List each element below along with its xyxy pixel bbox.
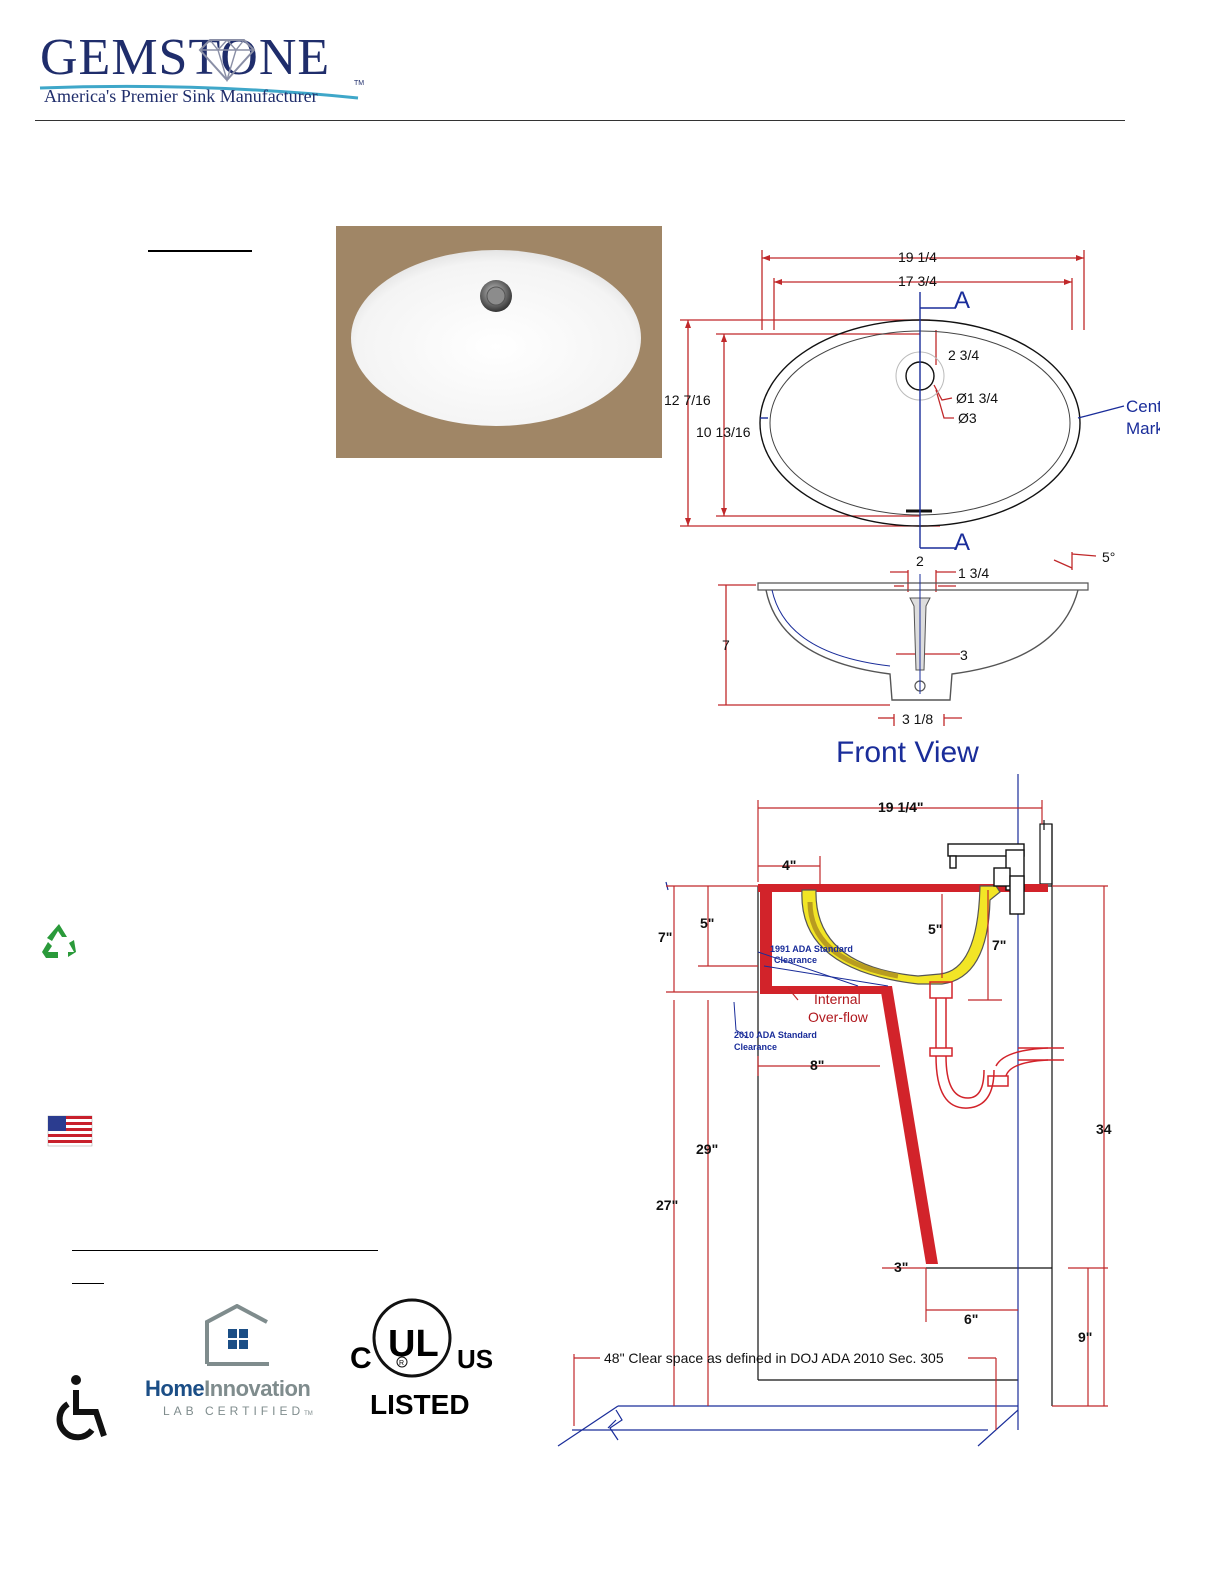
dim-flange-diameter: Ø3: [958, 410, 977, 426]
fv-overflow-line1: Internal: [814, 991, 861, 1007]
ul-listed-badge: C US UL R LISTED: [346, 1298, 494, 1420]
accessibility-icon: [56, 1375, 107, 1441]
home-label: Home: [145, 1376, 205, 1401]
spec-underline: [72, 1250, 378, 1251]
brand-tagline: America's Premier Sink Manufacturer: [44, 86, 318, 106]
fv-ada-2010-line2: Clearance: [734, 1042, 777, 1052]
us-flag-icon: [47, 1115, 93, 1147]
dim-section-angle: 5°: [1102, 549, 1115, 565]
fv-depth-7-right: 7": [992, 937, 1006, 953]
fv-depth-5-bowl: 5": [928, 921, 942, 937]
dim-section-height: 7: [722, 637, 730, 653]
dim-overall-width: 19 1/4: [898, 249, 937, 265]
fv-height-34: 34: [1096, 1121, 1112, 1137]
center-marks-label-1: Center: [1126, 397, 1160, 416]
fv-ada-1991-line1: 1991 ADA Standard: [770, 944, 853, 954]
fv-ada-2010-line1: 2010 ADA Standard: [734, 1030, 817, 1040]
lab-tm: TM: [304, 1411, 313, 1417]
fv-toe-3: 3": [894, 1259, 908, 1275]
fv-width: 19 1/4": [878, 799, 924, 815]
lab-certified-label: LAB CERTIFIED: [163, 1404, 305, 1418]
fv-toe-9: 9": [1078, 1329, 1092, 1345]
dim-bowl-width: 17 3/4: [898, 273, 937, 289]
home-innovation-badge: HomeInnovation LAB CERTIFIEDTM: [145, 1304, 335, 1424]
innovation-label: Innovation: [204, 1376, 311, 1401]
dim-overall-depth: 12 7/16: [664, 392, 711, 408]
sink-photo-image: [351, 250, 641, 426]
center-marks-label-2: Marks: [1126, 419, 1160, 438]
front-view-drawing: 19 1/4" 4" 5" 7" 5" 7" 1991 ADA Standard…: [557, 774, 1112, 1447]
fv-toe-6: 6": [964, 1311, 978, 1327]
section-marker-top: A: [954, 287, 970, 314]
brand-logo: GEMSTONE: [40, 28, 330, 87]
diamond-icon: [198, 38, 256, 82]
fv-clear-space: 48" Clear space as defined in DOJ ADA 20…: [604, 1350, 944, 1366]
dim-bowl-depth: 10 13/16: [696, 424, 751, 440]
dim-drain-offset: 2 3/4: [948, 347, 979, 363]
technical-drawing-top: A A Center Marks 19 1/4 17 3/4 12 7/16 1…: [664, 249, 1160, 769]
dim-section-outlet: 3 1/8: [902, 711, 933, 727]
fv-height-29: 29": [696, 1141, 718, 1157]
trademark-mark: TM: [354, 80, 365, 87]
brand-name: GEMSTONE: [40, 29, 331, 86]
ul-mark: UL: [388, 1323, 439, 1365]
section-marker-bottom: A: [954, 529, 970, 556]
fv-knee-8: 8": [810, 1057, 824, 1073]
house-icon: [205, 1304, 269, 1366]
header-divider: [35, 120, 1125, 121]
heading-underline: [148, 250, 252, 252]
logo-swoosh: [39, 84, 359, 100]
dim-section-drain: 3: [960, 647, 968, 663]
fv-overflow-line2: Over-flow: [808, 1009, 869, 1025]
product-photo: [336, 226, 662, 458]
spec-underline-short: [72, 1283, 104, 1284]
ul-us-label: US: [457, 1344, 493, 1374]
dim-section-1-3-4: 1 3/4: [958, 565, 989, 581]
fv-depth-5-left: 5": [700, 915, 714, 931]
fv-rim-4: 4": [782, 857, 796, 873]
ul-registered: R: [399, 1360, 404, 1367]
fv-height-27: 27": [656, 1197, 678, 1213]
ul-listed-label: LISTED: [370, 1389, 470, 1420]
recycle-icon: [42, 924, 76, 958]
fv-depth-7-left: 7": [658, 929, 672, 945]
ul-c-label: C: [350, 1342, 372, 1375]
fv-ada-1991-line2: Clearance: [774, 955, 817, 965]
dim-section-2: 2: [916, 553, 924, 569]
dim-drain-diameter: Ø1 3/4: [956, 390, 998, 406]
front-view-title: Front View: [836, 736, 979, 769]
